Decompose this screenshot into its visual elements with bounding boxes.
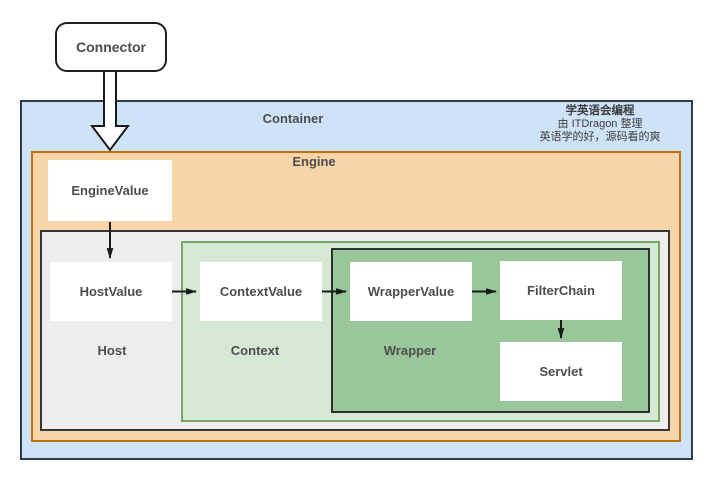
- watermark-line-3: 英语学的好，源码看的爽: [539, 131, 661, 143]
- watermark-line-2: 由 ITDragon 整理: [557, 118, 643, 130]
- host-label: Host: [97, 343, 127, 358]
- watermark-line-1: 学英语会编程: [565, 105, 635, 117]
- host-value-node: HostValue: [50, 262, 172, 321]
- context-value-node: ContextValue: [200, 262, 322, 321]
- engine-value-node: EngineValue: [48, 160, 172, 221]
- filter-chain-node: FilterChain: [500, 261, 622, 320]
- connector-label: Connector: [76, 39, 146, 55]
- connector-node: Connector: [55, 22, 167, 72]
- wrapper-value-node: WrapperValue: [350, 262, 472, 321]
- container-label: Container: [262, 111, 324, 126]
- engine-label: Engine: [292, 154, 336, 169]
- wrapper-label: Wrapper: [383, 343, 437, 358]
- context-label: Context: [230, 343, 280, 358]
- watermark: 学英语会编程 由 ITDragon 整理 英语学的好，源码看的爽: [505, 105, 695, 144]
- servlet-node: Servlet: [500, 342, 622, 401]
